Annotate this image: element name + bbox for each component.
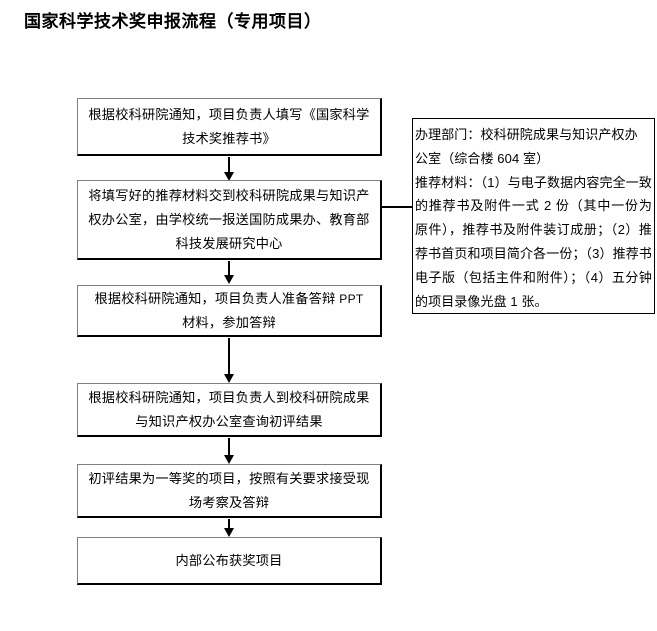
- flow-step-1-label: 根据校科研院通知，项目负责人填写《国家科学技术奖推荐书》: [88, 106, 370, 146]
- flow-step-2: 将填写好的推荐材料交到校科研院成果与知识产权办公室，由学校统一报送国防成果办、教…: [77, 180, 382, 260]
- flow-step-5-label: 初评结果为一等奖的项目，按照有关要求接受现场考察及答辩: [88, 470, 370, 510]
- down-arrow-icon-5: [224, 519, 234, 537]
- side-note-line-1: 办理部门：校科研院成果与知识产权办: [415, 127, 638, 142]
- flow-step-6-label: 内部公布获奖项目: [175, 552, 283, 568]
- flow-step-3-text-after: 材料，参加答辩: [182, 314, 276, 330]
- flow-step-3-label: 根据校科研院通知，项目负责人准备答辩 PPT 材料，参加答辩: [78, 287, 380, 335]
- page-title: 国家科学技术奖申报流程（专用项目）: [24, 12, 322, 31]
- flow-step-6: 内部公布获奖项目: [77, 537, 382, 585]
- side-note-paragraph: 推荐材料：（1）与电子数据内容完全一致的推荐书及附件一式 2 份（其中一份为原件…: [415, 174, 652, 309]
- flow-step-5: 初评结果为一等奖的项目，按照有关要求接受现场考察及答辩: [77, 464, 382, 518]
- down-arrow-icon-4: [224, 438, 234, 464]
- flow-step-3: 根据校科研院通知，项目负责人准备答辩 PPT 材料，参加答辩: [77, 285, 382, 337]
- flow-step-3-text-latin: PPT: [339, 291, 364, 306]
- flow-step-4-label: 根据校科研院通知，项目负责人到校科研院成果与知识产权办公室查询初评结果: [88, 389, 370, 429]
- flow-step-1: 根据校科研院通知，项目负责人填写《国家科学技术奖推荐书》: [77, 98, 382, 156]
- flow-step-4: 根据校科研院通知，项目负责人到校科研院成果与知识产权办公室查询初评结果: [77, 383, 382, 437]
- down-arrow-icon-3: [224, 338, 234, 383]
- down-arrow-icon-2: [224, 261, 234, 284]
- flow-step-3-text-before: 根据校科研院通知，项目负责人准备答辩: [94, 290, 340, 306]
- side-note-connector-line: [382, 206, 413, 208]
- side-note-line-2: 公室（综合楼 604 室）: [415, 150, 550, 166]
- down-arrow-icon-1: [224, 157, 234, 181]
- flow-step-2-label: 将填写好的推荐材料交到校科研院成果与知识产权办公室，由学校统一报送国防成果办、教…: [88, 187, 370, 251]
- side-note-box: 办理部门：校科研院成果与知识产权办 公室（综合楼 604 室） 推荐材料：（1）…: [412, 118, 655, 314]
